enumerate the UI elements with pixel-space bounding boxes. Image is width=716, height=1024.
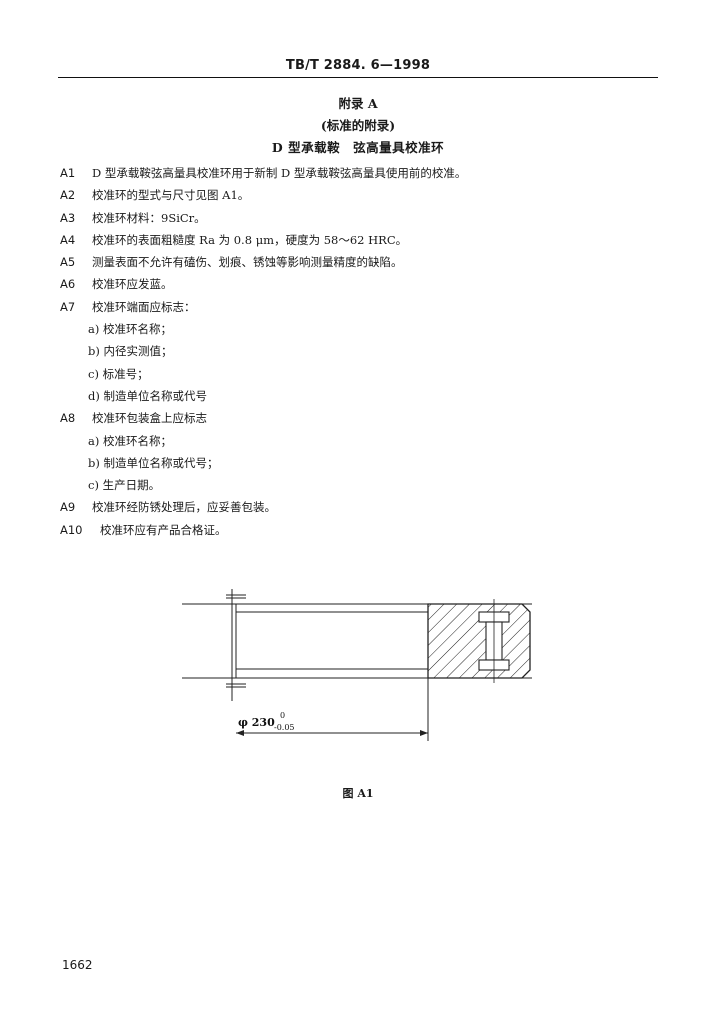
clause-text: 测量表面不允许有磕伤、划痕、锈蚀等影响测量精度的缺陷。 [92, 255, 403, 270]
clause-number: A5 [60, 255, 76, 270]
clause-number: A3 [60, 210, 76, 225]
clause-text: 校准环应有产品合格证。 [100, 522, 227, 537]
clause-text: 校准环包装盒上应标志 [92, 411, 207, 426]
clause-a3: A3 校准环材料：9SiCr。 [60, 207, 660, 229]
clause-number: A9 [60, 500, 76, 515]
clause-number: A10 [60, 522, 83, 537]
clause-number: A7 [60, 299, 76, 314]
clause-a7-d: d) 制造单位名称或代号 [60, 385, 660, 407]
calibration-ring-drawing: φ 230 0 -0.05 [170, 585, 540, 759]
clause-a7-c: c) 标准号； [60, 363, 660, 385]
clause-text: 校准环材料：9SiCr。 [92, 210, 206, 225]
clause-a7-b: b) 内径实测值； [60, 340, 660, 362]
clause-text: c) 生产日期。 [88, 478, 161, 493]
appendix-type: (标准的附录) [320, 118, 396, 133]
clause-text: D 型承载鞍弦高量具校准环用于新制 D 型承载鞍弦高量具使用前的校准。 [92, 166, 467, 180]
clause-a8-c: c) 生产日期。 [60, 474, 660, 496]
clause-number: A4 [60, 232, 76, 247]
appendix-name: D 型承载鞍 弦高量具校准环 [271, 140, 445, 155]
clause-text: b) 制造单位名称或代号； [88, 455, 219, 470]
clause-a7: A7 校准环端面应标志： [60, 296, 660, 318]
header-rule [58, 77, 658, 78]
clause-number: A2 [60, 188, 76, 203]
clause-a9: A9 校准环经防锈处理后，应妥善包装。 [60, 496, 660, 518]
clause-text: 校准环端面应标志： [92, 299, 196, 314]
clause-a6: A6 校准环应发蓝。 [60, 273, 660, 295]
clause-text: a) 校准环名称； [88, 433, 172, 448]
clause-a8-a: a) 校准环名称； [60, 430, 660, 452]
appendix-title: 附录 A (标准的附录) D 型承载鞍 弦高量具校准环 [0, 93, 716, 159]
clause-text: b) 内径实测值； [88, 344, 173, 359]
clause-a8-b: b) 制造单位名称或代号； [60, 452, 660, 474]
clause-number: A1 [60, 166, 76, 180]
clause-number: A6 [60, 277, 76, 292]
figure-caption: 图 A1 [342, 787, 374, 800]
clause-a10: A10 校准环应有产品合格证。 [60, 519, 660, 541]
clause-a8: A8 校准环包装盒上应标志 [60, 407, 660, 429]
tolerance-lower: -0.05 [274, 723, 295, 732]
clause-text: 校准环应发蓝。 [92, 277, 173, 292]
standard-number: TB/T 2884. 6—1998 [285, 58, 431, 73]
clause-a2: A2 校准环的型式与尺寸见图 A1。 [60, 184, 660, 206]
tolerance-upper: 0 [280, 711, 285, 720]
clause-text: c) 标准号； [88, 366, 149, 381]
clause-a5: A5 测量表面不允许有磕伤、划痕、锈蚀等影响测量精度的缺陷。 [60, 251, 660, 273]
ring-section-svg: φ 230 0 -0.05 [182, 589, 532, 741]
clause-a4: A4 校准环的表面粗糙度 Ra 为 0.8 μm，硬度为 58～62 HRC。 [60, 229, 660, 251]
page-number: 1662 [62, 958, 93, 972]
clause-a7-a: a) 校准环名称； [60, 318, 660, 340]
dimension-value: φ 230 [238, 716, 275, 729]
clause-number: A8 [60, 411, 76, 426]
appendix-label: 附录 A [338, 96, 378, 111]
clause-text: a) 校准环名称； [88, 322, 172, 337]
clause-text: 校准环经防锈处理后，应妥善包装。 [92, 500, 276, 515]
clause-text: 校准环的表面粗糙度 Ra 为 0.8 μm，硬度为 58～62 HRC。 [92, 232, 408, 247]
clause-text: 校准环的型式与尺寸见图 A1。 [92, 188, 250, 203]
clause-text: d) 制造单位名称或代号 [88, 388, 208, 403]
clause-list: A1 D 型承载鞍弦高量具校准环用于新制 D 型承载鞍弦高量具使用前的校准。 A2… [60, 162, 660, 541]
clause-a1: A1 D 型承载鞍弦高量具校准环用于新制 D 型承载鞍弦高量具使用前的校准。 [60, 162, 660, 184]
